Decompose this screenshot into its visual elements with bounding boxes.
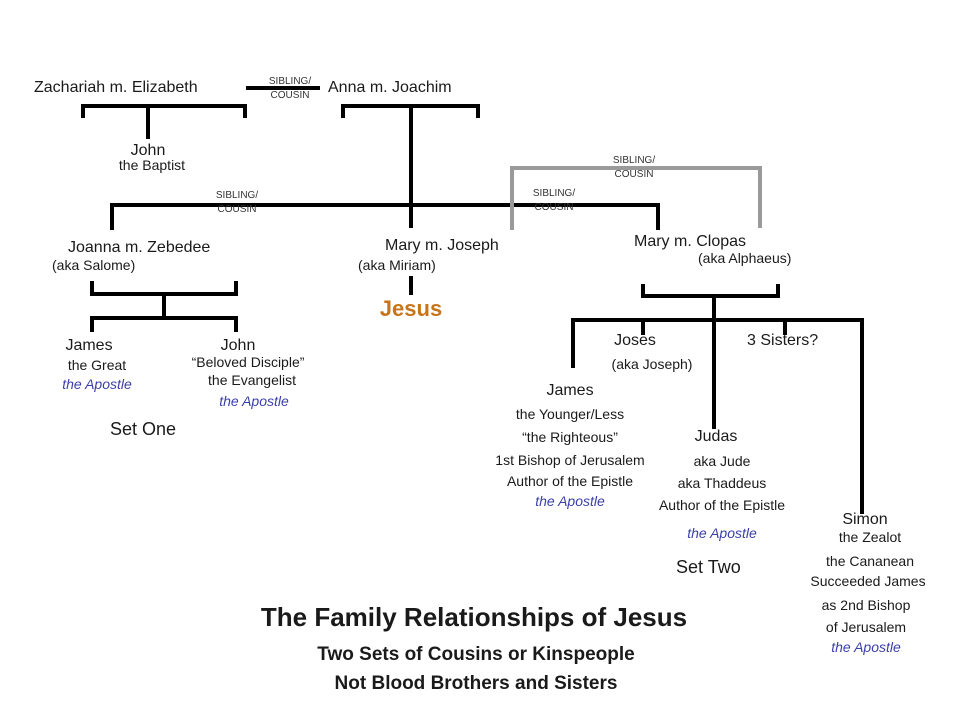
john-baptist-title: the Baptist: [118, 157, 186, 173]
john-evangelist-name: John: [220, 337, 256, 354]
mary-clopas-bracket: [641, 284, 780, 298]
cousin-text: COUSIN: [534, 202, 574, 213]
aka-miriam-label: (aka Miriam): [358, 257, 436, 273]
sibling-text: SIBLING/: [268, 76, 312, 87]
joses-aka: (aka Joseph): [611, 356, 693, 372]
three-sisters-label: 3 Sisters?: [747, 332, 819, 349]
cousin-text: COUSIN: [270, 90, 310, 101]
aka-salome-label: (aka Salome): [52, 257, 136, 273]
james-righteous: “the Righteous”: [522, 429, 618, 445]
set-two-label: Set Two: [676, 557, 741, 577]
cousin-text: COUSIN: [217, 204, 257, 215]
zachariah-elizabeth-bracket: [81, 104, 247, 118]
john-evangelist-apostle: the Apostle: [219, 393, 289, 409]
james-less-name: James: [546, 382, 594, 399]
joanna-zebedee-label: Joanna m. Zebedee: [68, 239, 211, 256]
sibling-cousin-label-4: SIBLING/ COUSIN: [613, 154, 655, 182]
judas-epistle: Author of the Epistle: [658, 497, 786, 513]
judas-aka-thaddeus: aka Thaddeus: [677, 475, 767, 491]
james-less-title: the Younger/Less: [515, 406, 625, 422]
sibling-text: SIBLING/: [612, 155, 656, 166]
james-bishop: 1st Bishop of Jerusalem: [495, 452, 645, 468]
subtitle-line-2: Not Blood Brothers and Sisters: [334, 673, 618, 694]
simon-apostle: the Apostle: [831, 639, 901, 655]
mary-clopas-label: Mary m. Clopas: [634, 233, 747, 250]
judas-name: Judas: [694, 428, 738, 445]
subtitle-line-1: Two Sets of Cousins or Kinspeople: [317, 644, 635, 665]
anna-joachim-label: Anna m. Joachim: [328, 79, 452, 96]
simon-cananean: the Cananean: [826, 553, 914, 569]
james-great-name: James: [65, 337, 113, 354]
aka-alphaeus-label: (aka Alphaeus): [698, 250, 792, 266]
set-two-bar: [571, 318, 864, 514]
sibling-cousin-label-1: SIBLING/ COUSIN: [269, 75, 311, 103]
james-great-apostle: the Apostle: [62, 376, 132, 392]
mary-joseph-label: Mary m. Joseph: [385, 237, 499, 254]
john-baptist-name: John: [130, 142, 166, 159]
sibling-text: SIBLING/: [215, 190, 259, 201]
joses-name: Joses: [614, 332, 656, 349]
generation-bar: [110, 203, 660, 230]
sibling-cousin-label-3: SIBLING/ COUSIN: [533, 187, 575, 215]
james-epistle: Author of the Epistle: [506, 473, 634, 489]
john-beloved-disciple: “Beloved Disciple”: [191, 354, 305, 370]
john-evangelist-title: the Evangelist: [208, 372, 296, 388]
sibling-cousin-label-2: SIBLING/ COUSIN: [216, 189, 258, 217]
sibling-text: SIBLING/: [532, 188, 576, 199]
simon-jerusalem: of Jerusalem: [825, 619, 907, 635]
simon-zealot: the Zealot: [838, 529, 902, 545]
page-title: The Family Relationships of Jesus: [260, 602, 688, 632]
james-less-apostle: the Apostle: [535, 493, 605, 509]
set-one-bracket: [90, 316, 238, 332]
judas-apostle: the Apostle: [687, 525, 757, 541]
james-great-title: the Great: [67, 357, 127, 373]
set-one-label: Set One: [110, 419, 177, 439]
simon-succeeded: Succeeded James: [810, 573, 926, 589]
gray-sibling-connector: [510, 166, 762, 230]
cousin-text: COUSIN: [614, 169, 654, 180]
simon-name: Simon: [842, 511, 888, 528]
judas-aka-jude: aka Jude: [693, 453, 751, 469]
jesus-label: Jesus: [379, 296, 443, 321]
zachariah-elizabeth-label: Zachariah m. Elizabeth: [34, 79, 198, 96]
simon-bishop: as 2nd Bishop: [821, 597, 911, 613]
